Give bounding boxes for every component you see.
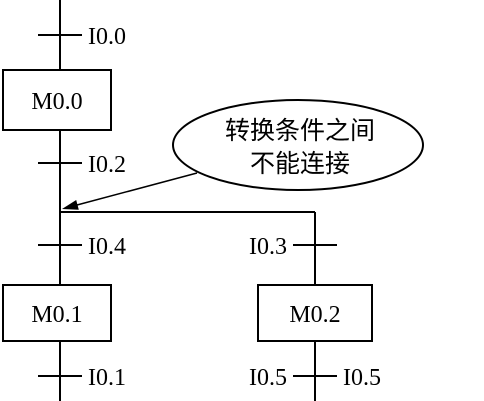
transition-label-after-m01: I0.1 [88, 365, 126, 391]
callout-ellipse [172, 99, 424, 191]
callout-arrow-line [76, 172, 198, 206]
transition-label-after-m02-right: I0.5 [343, 365, 381, 391]
callout: 转换条件之间 不能连接 [62, 99, 424, 210]
step-label-m00: M0.0 [31, 89, 82, 115]
step-m02: M0.2 [257, 284, 373, 342]
step-m01: M0.1 [2, 284, 112, 342]
step-box-m01 [2, 284, 112, 342]
transition-label-top: I0.0 [88, 24, 126, 50]
step-label-m01: M0.1 [31, 302, 82, 328]
callout-line-1: 转换条件之间 [225, 116, 375, 145]
transition-label-right-branch: I0.3 [249, 234, 287, 260]
step-label-m02: M0.2 [289, 302, 340, 328]
callout-line-2: 不能连接 [250, 149, 350, 178]
transition-label-after-m02-left: I0.5 [249, 365, 287, 391]
callout-arrow-head [62, 200, 79, 210]
step-box-m00 [2, 69, 112, 131]
step-box-m02 [257, 284, 373, 342]
transition-label-left-branch: I0.4 [88, 234, 126, 260]
step-m00: M0.0 [2, 69, 112, 131]
transition-label-after-m00: I0.2 [88, 152, 126, 178]
